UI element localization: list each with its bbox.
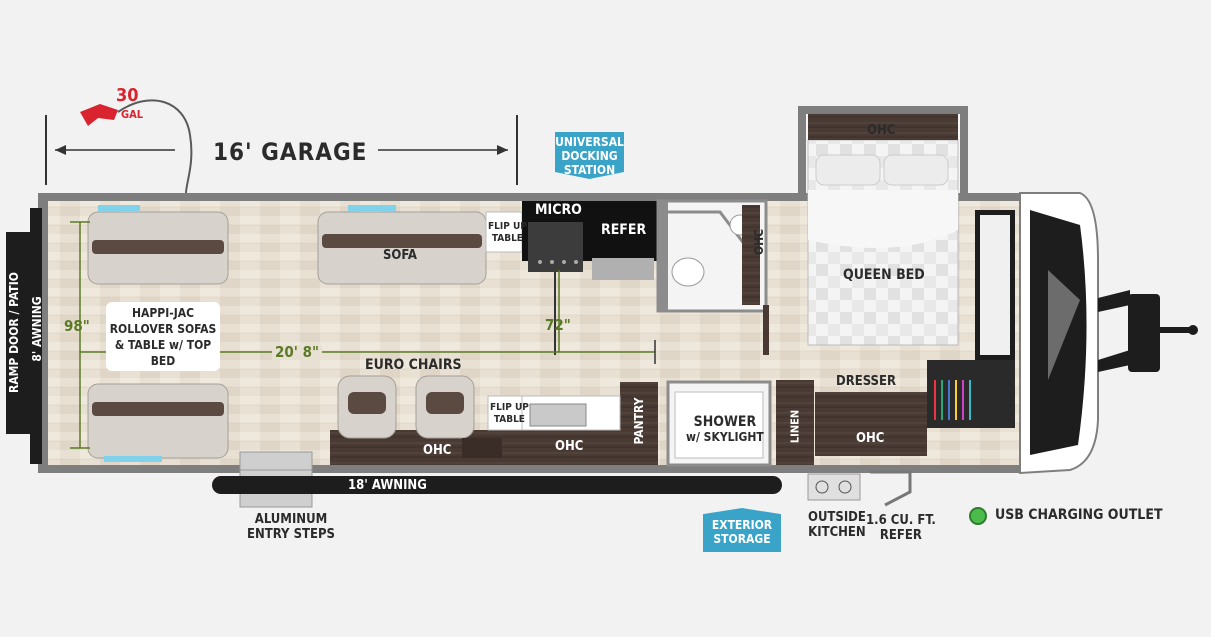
garage-length: 16' GARAGE (213, 138, 368, 166)
flip-table-bottom-line-1: FLIP UP (490, 402, 529, 413)
sofa (317, 205, 487, 285)
pantry (620, 382, 658, 465)
flip-up-table-top: FLIP UP TABLE (488, 221, 527, 245)
shower-line-2: w/ SKYLIGHT (686, 430, 764, 444)
docking-line-3: STATION (563, 163, 616, 177)
happijac-sofa-top (87, 205, 229, 285)
queen-bed-label: QUEEN BED (843, 267, 925, 283)
sink-icon (529, 403, 587, 427)
ohc-label-kitchen-2: OHC (555, 439, 584, 454)
ohc-label-kitchen-1: OHC (423, 443, 452, 458)
main-awning (212, 476, 782, 494)
pantry-label: PANTRY (632, 397, 646, 445)
outside-kitchen-line-2: KITCHEN (808, 525, 866, 540)
entry-steps-label: ALUMINUM ENTRY STEPS (247, 512, 335, 542)
length-dimension: 20' 8" (272, 345, 323, 360)
docking-line-2: DOCKING (561, 149, 618, 163)
toilet-icon (671, 257, 705, 287)
refer-label: REFER (601, 222, 647, 238)
dresser-label: DRESSER (836, 374, 896, 389)
fuel-hose (117, 99, 193, 196)
flip-up-table-bottom: FLIP UP TABLE (490, 402, 529, 426)
main-awning-label: 18' AWNING (348, 478, 427, 493)
shower-line-1: SHOWER (693, 414, 757, 430)
linen-cabinet (776, 380, 814, 465)
ramp-door-label: RAMP DOOR / PATIO (7, 272, 21, 393)
happijac-line-3: & TABLE w/ TOP BED (114, 338, 212, 368)
queen-bed (807, 139, 959, 346)
outside-refer-line-1: 1.6 CU. FT. (866, 513, 936, 528)
outside-kitchen-label: OUTSIDE KITCHEN (808, 510, 866, 540)
exterior-storage-tag: EXTERIOR STORAGE (703, 508, 781, 552)
tongue-jack (1128, 294, 1160, 372)
entry-steps-line-1: ALUMINUM (254, 512, 328, 527)
shower-label: SHOWER w/ SKYLIGHT (686, 415, 764, 445)
sofa-label: SOFA (383, 248, 417, 263)
fuel-nozzle-icon (80, 104, 118, 126)
width-dimension: 98" (64, 317, 90, 335)
euro-chair-1 (337, 375, 397, 439)
linen-label: LINEN (788, 409, 802, 444)
fuel-capacity: 30 (116, 85, 139, 106)
happijac-line-1: HAPPI-JAC (132, 306, 194, 320)
dresser (815, 392, 927, 456)
ohc-label-bath: OHC (752, 228, 767, 256)
flip-table-line-1: FLIP UP (488, 221, 527, 232)
ohc-label-dresser: OHC (856, 431, 885, 446)
happijac-line-2: ROLLOVER SOFAS (109, 322, 217, 336)
happijac-label: HAPPI-JAC ROLLOVER SOFAS & TABLE w/ TOP … (106, 302, 220, 371)
outside-kitchen-line-1: OUTSIDE (808, 510, 866, 525)
side-awning-label: 8' AWNING (30, 296, 44, 362)
height-dimension: 72" (545, 316, 571, 334)
entry-steps-line-2: ENTRY STEPS (247, 527, 335, 542)
fuel-unit: GAL (121, 108, 144, 121)
usb-outlet-icon (969, 507, 987, 525)
outside-refer-label: 1.6 CU. FT. REFER (866, 513, 936, 543)
flip-table-line-2: TABLE (491, 233, 523, 244)
docking-line-1: UNIVERSAL (555, 135, 624, 149)
exterior-storage-line-2: STORAGE (713, 532, 771, 546)
docking-station-tag: UNIVERSAL DOCKING STATION (555, 132, 624, 179)
happijac-sofa-bottom (87, 383, 229, 462)
exterior-storage-line-1: EXTERIOR (711, 518, 773, 532)
ohc-label-bedroom: OHC (867, 123, 896, 138)
flip-table-bottom-line-2: TABLE (493, 414, 525, 425)
outside-refer-line-2: REFER (879, 528, 922, 543)
euro-chair-2 (415, 375, 475, 439)
euro-chairs-label: EURO CHAIRS (365, 357, 462, 373)
micro-label: MICRO (535, 202, 582, 218)
usb-legend-label: USB CHARGING OUTLET (995, 507, 1163, 523)
